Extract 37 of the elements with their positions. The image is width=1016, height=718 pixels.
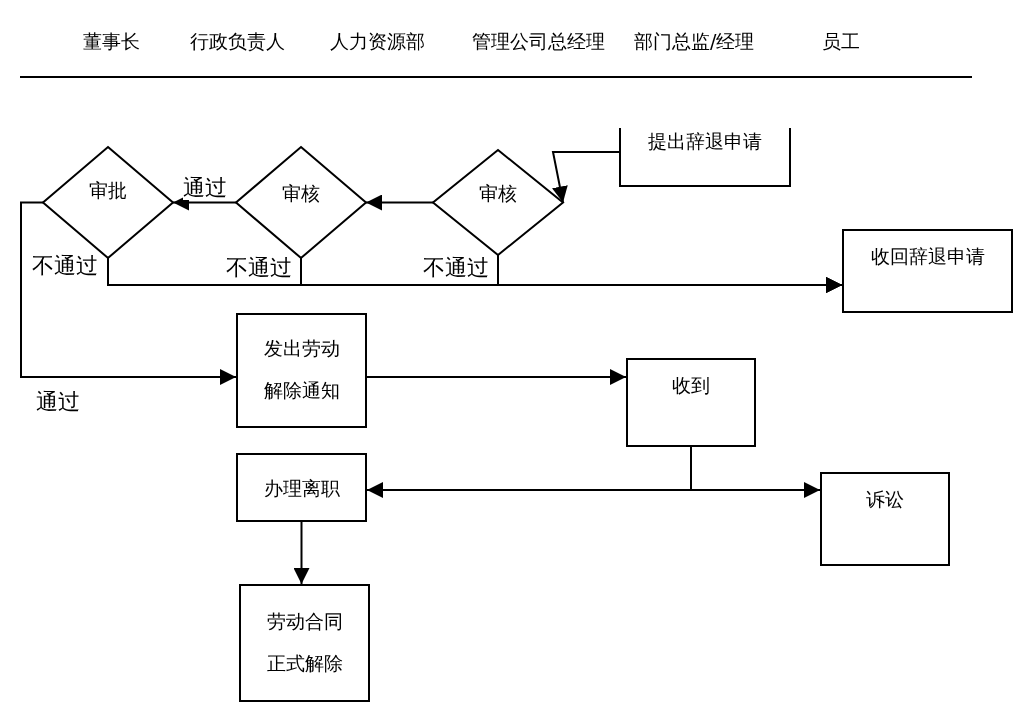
arrow [551,151,620,204]
column-heading: 部门总监/经理 [634,29,755,54]
process-box [236,313,367,428]
process-box [619,128,791,187]
column-heading: 管理公司总经理 [472,29,605,54]
edge-label: 通过 [36,390,80,415]
node-label: 收到 [671,373,711,398]
arrow [365,194,434,211]
edge-label: 不通过 [32,254,98,279]
node-label: 办理离职 [262,476,341,501]
node-label: 诉讼 [865,487,905,512]
column-heading: 员工 [822,29,860,54]
arrow [293,521,310,585]
edge-label: 通过 [183,176,227,201]
process-box [820,472,950,566]
column-heading: 董事长 [83,29,140,54]
column-heading: 人力资源部 [330,29,425,54]
node-label: 审核 [281,181,321,206]
node-label: 审批 [88,178,128,203]
decision-diamond [433,150,563,255]
node-label: 提出辞退申请 [647,129,763,154]
arrow [497,254,843,293]
arrow [366,369,627,385]
process-box [239,584,370,702]
node-label: 收回辞退申请 [869,244,986,269]
node-label: 劳动合同正式解除 [265,609,344,676]
edge-label: 不通过 [423,256,489,281]
column-heading: 行政负责人 [190,29,285,54]
process-box [842,229,1013,313]
process-box [236,453,367,522]
node-label: 发出劳动解除通知 [262,336,341,403]
node-label: 审核 [478,181,518,206]
decision-diamond [236,147,366,258]
arrow [690,446,821,498]
process-box [626,358,756,447]
edge-label: 不通过 [226,256,292,281]
arrow [20,201,237,385]
